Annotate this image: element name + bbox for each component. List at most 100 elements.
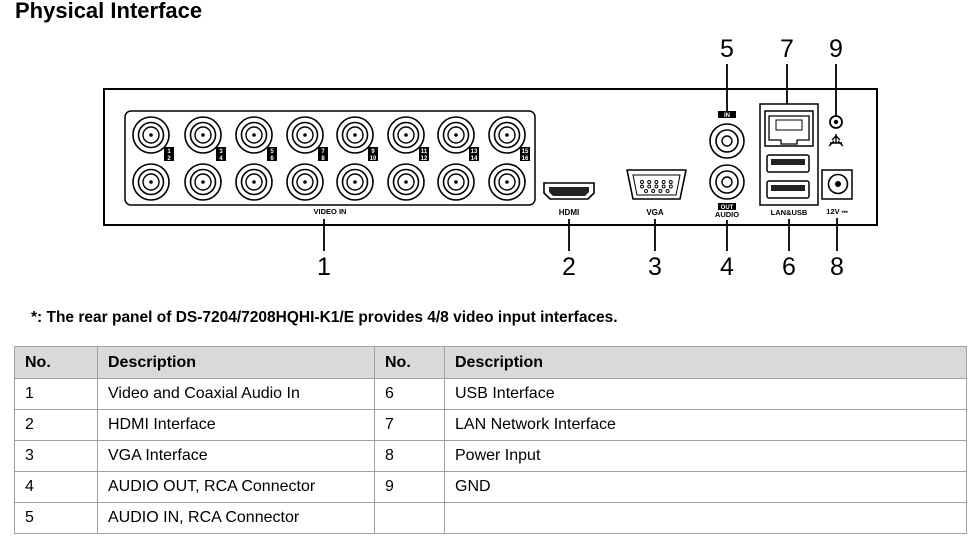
hdmi-label: HDMI [559,208,579,217]
bnc-connector [488,163,526,201]
power-jack [821,169,853,200]
audio-out-rca [709,164,745,200]
channel-tag [469,154,479,161]
channel-number: 4 [219,156,223,162]
channel-tag [267,154,277,161]
callout-2: 2 [562,253,576,280]
channel-number: 9 [371,149,375,155]
table-header-row: No. Description No. Description [14,346,967,379]
callout-9: 9 [829,35,843,63]
channel-tag [318,147,328,154]
table-cell [374,502,445,534]
table-cell: AUDIO OUT, RCA Connector [97,471,375,503]
channel-tag [368,147,378,154]
channel-tag [368,154,378,161]
channel-number: 8 [321,156,325,162]
audio-in-tag-label: IN [724,113,730,119]
channel-number: 2 [167,156,171,162]
bnc-connector [437,116,475,154]
channel-number: 6 [270,156,274,162]
channel-number: 5 [270,149,274,155]
callout-6: 6 [782,253,796,280]
table-cell: HDMI Interface [97,409,375,441]
table-cell: 9 [374,471,445,503]
video-in-block [124,110,536,206]
channel-number: 13 [471,149,478,155]
channel-number: 14 [471,156,478,162]
audio-label: AUDIO [715,210,739,219]
channel-tag [216,154,226,161]
channel-number: 12 [421,156,428,162]
header-no-right: No. [374,346,445,379]
callout-lines [323,64,838,251]
callout-4: 4 [720,253,734,280]
table-cell: 6 [374,378,445,410]
gnd-terminal [829,115,843,129]
callout-7: 7 [780,35,794,63]
usb-port-2 [766,180,810,199]
table-cell: USB Interface [444,378,967,410]
table-cell: 7 [374,409,445,441]
table-cell: LAN Network Interface [444,409,967,441]
bnc-connector [286,116,324,154]
channel-tag [267,147,277,154]
channel-number: 7 [321,149,325,155]
audio-out-tag [718,203,736,210]
power-label: 12V ⎓ [826,207,848,216]
video-in-label: VIDEO IN [314,207,347,216]
callout-8: 8 [830,253,844,280]
channel-tag [469,147,479,154]
channel-tag [419,154,429,161]
callout-3: 3 [648,253,662,280]
bnc-connector [184,163,222,201]
channel-tag [520,147,530,154]
channel-number: 1 [167,149,171,155]
header-no-left: No. [14,346,98,379]
table-cell: Video and Coaxial Audio In [97,378,375,410]
audio-in-tag [718,111,736,118]
audio-in-rca [709,123,745,159]
table-cell [444,502,967,534]
bnc-connector [387,163,425,201]
callout-1: 1 [317,253,331,280]
channel-tag [419,147,429,154]
bnc-connector [286,163,324,201]
bnc-connector [437,163,475,201]
table-cell: GND [444,471,967,503]
channel-number: 11 [421,149,428,155]
bnc-connector [235,163,273,201]
channel-number: 15 [522,149,529,155]
table-cell: 1 [14,378,98,410]
page-title: Physical Interface [15,0,203,23]
header-description-left: Description [97,346,375,379]
ground-symbol-icon [828,134,844,147]
vga-label: VGA [646,208,664,217]
channel-number: 10 [370,156,377,162]
hdmi-port [543,182,595,200]
channel-tag [164,147,174,154]
table-cell: 2 [14,409,98,441]
channel-tag [216,147,226,154]
bnc-connector [132,163,170,201]
table-cell: 3 [14,440,98,472]
channel-number: 3 [219,149,223,155]
lan-usb-label: LAN&USB [771,208,808,217]
channel-tag [164,154,174,161]
table-cell: AUDIO IN, RCA Connector [97,502,375,534]
vga-port [626,169,687,200]
rear-panel-note: *: The rear panel of DS-7204/7208HQHI-K1… [31,309,618,326]
table-cell: Power Input [444,440,967,472]
usb-port-1 [766,154,810,173]
channel-tag [520,154,530,161]
table-cell: 4 [14,471,98,503]
channel-number: 16 [522,156,529,162]
header-description-right: Description [444,346,967,379]
bnc-connector [336,116,374,154]
bnc-connector [336,163,374,201]
